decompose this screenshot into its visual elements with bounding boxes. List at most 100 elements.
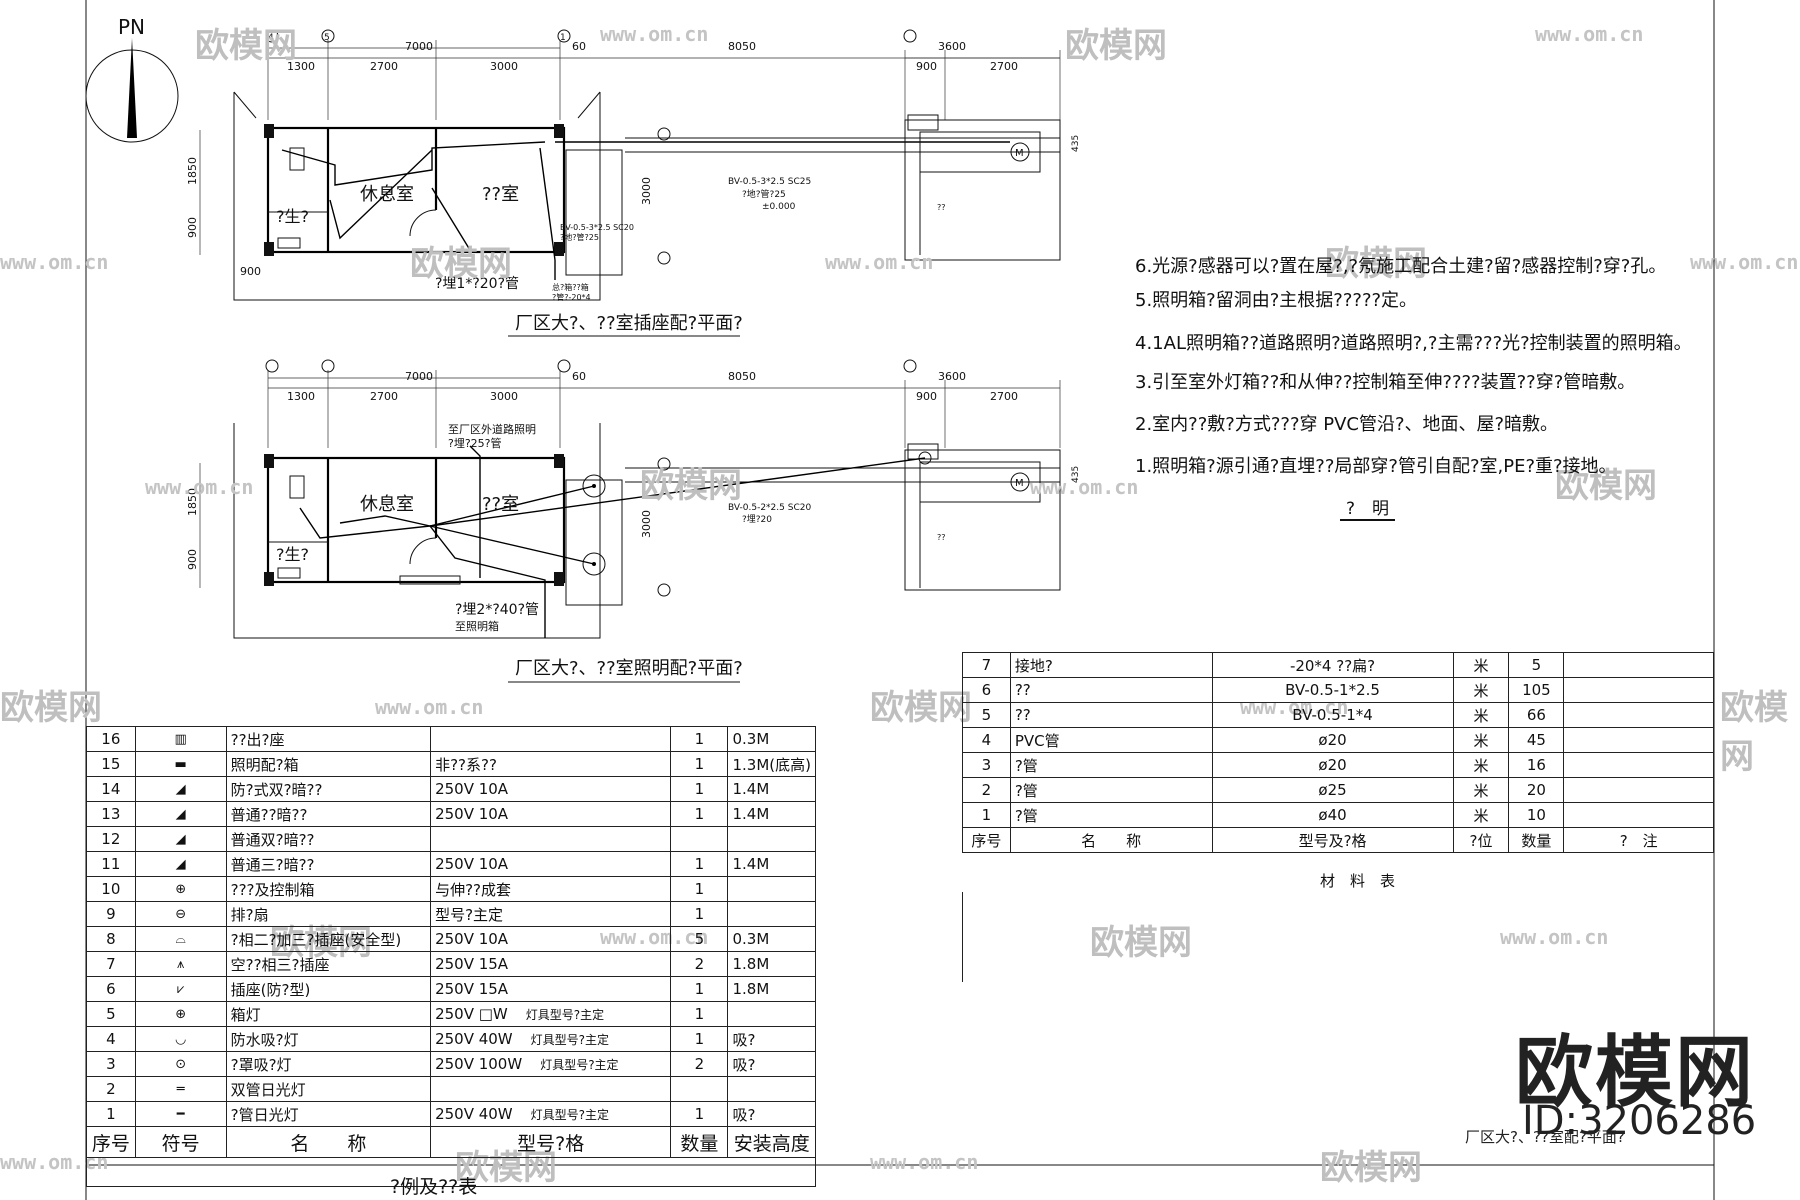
watermark-url: www.om.cn [600, 22, 709, 46]
legend-cell-qty [670, 1076, 729, 1102]
materials-cell-name: ?管 [1009, 752, 1213, 778]
materials-cell-qty: 16 [1508, 752, 1565, 778]
svg-text:900: 900 [186, 217, 199, 238]
legend-cell-name: 普通双?暗?? [225, 826, 432, 852]
materials-cell-spec: BV-0.5-1*2.5 [1211, 677, 1454, 703]
svg-text:?管?-20*4: ?管?-20*4 [552, 292, 591, 302]
watermark-brand: 欧模网 [0, 688, 102, 728]
legend-cell-height: 吸? [727, 1101, 816, 1127]
materials-cell-unit: 米 [1452, 652, 1510, 678]
materials-cell-note [1563, 802, 1714, 828]
legend-cell-height [727, 1001, 816, 1027]
notes-title: ? 明 [1340, 494, 1396, 521]
ceiling-lamp-icon: ⊙ [134, 1051, 227, 1077]
plan2-room-rest: 休息室 [360, 494, 414, 515]
watermark-url: www.om.cn [1500, 925, 1609, 949]
legend-header-cell: 数量 [670, 1126, 729, 1158]
materials-cell-note [1563, 652, 1714, 678]
svg-text:总?箱??箱: 总?箱??箱 [552, 282, 589, 292]
legend-row: 12◢普通双?暗?? [86, 826, 816, 852]
watermark-brand: 欧模网 [195, 26, 297, 66]
legend-cell-qty: 2 [670, 1051, 729, 1077]
note-item: 6.光源?感器可以?置在屋?,?氖施工配合土建?留?感器控制?穿?孔。 [1135, 256, 1667, 277]
svg-text:3600: 3600 [938, 40, 966, 53]
north-arrow-icon: PN [85, 15, 179, 143]
legend-cell-name: 箱灯 [225, 1001, 432, 1027]
watermark-url: www.om.cn [1690, 250, 1799, 274]
plan1-socket-layout: 1300 2700 3000 7000 60 8050 3600 900 270… [186, 29, 1081, 337]
legend-cell-name: 普通??暗?? [225, 801, 432, 827]
svg-text:8050: 8050 [728, 40, 756, 53]
legend-cell-no: 16 [86, 726, 136, 752]
socket-icon: ⩚ [134, 951, 227, 977]
svg-text:3000: 3000 [490, 390, 518, 403]
legend-cell-name: ?相二?加三?插座(安全型) [225, 926, 432, 952]
materials-header-cell: 序号 [962, 827, 1011, 853]
svg-text:BV-0.5-2*2.5 SC20: BV-0.5-2*2.5 SC20 [728, 503, 811, 513]
legend-cell-height: 1.8M [727, 976, 816, 1002]
legend-cell-no: 3 [86, 1051, 136, 1077]
legend-spec: 250V 40W [435, 1105, 513, 1123]
legend-cell-name: ?罩吸?灯 [225, 1051, 432, 1077]
svg-text:?埋1*?20?管: ?埋1*?20?管 [435, 276, 519, 292]
watermark-brand: 欧模网 [1555, 466, 1657, 506]
legend-spec: 非??系?? [435, 755, 497, 774]
svg-text:5: 5 [324, 33, 330, 43]
svg-text:?埋?25?管: ?埋?25?管 [448, 436, 502, 450]
legend-cell-height: 1.4M [727, 776, 816, 802]
legend-cell-height: 0.3M [727, 926, 816, 952]
legend-cell-spec: 250V 10A [430, 801, 672, 827]
legend-header-row: 序号符号名 称型号?格数量安装高度 [86, 1126, 816, 1158]
legend-spec: 250V □W [435, 1005, 508, 1023]
legend-cell-height: 0.3M [727, 726, 816, 752]
box-lamp-icon: ⊕ [134, 1001, 227, 1027]
plan1-room-rest: 休息室 [360, 184, 414, 205]
svg-text:?埋2*?40?管: ?埋2*?40?管 [455, 602, 539, 618]
legend-cell-name: ??出?座 [225, 726, 432, 752]
svg-text:M: M [1015, 148, 1024, 159]
materials-cell-no: 7 [962, 652, 1011, 678]
watermark-brand: 欧模网 [410, 244, 512, 284]
watermark-brand: 欧模网 [870, 688, 972, 728]
materials-cell-name: ?管 [1009, 802, 1213, 828]
legend-title: ?例及??表 [390, 1176, 478, 1198]
legend-cell-qty: 1 [670, 901, 729, 927]
materials-cell-unit: 米 [1452, 677, 1510, 703]
legend-cell-name: 双管日光灯 [225, 1076, 432, 1102]
materials-cell-note [1563, 702, 1714, 728]
svg-text:3000: 3000 [640, 177, 653, 205]
materials-cell-qty: 45 [1508, 727, 1565, 753]
legend-cell-name: 空??相三?插座 [225, 951, 432, 977]
watermark-url: www.om.cn [0, 250, 109, 274]
legend-cell-qty: 1 [670, 776, 729, 802]
materials-cell-no: 5 [962, 702, 1011, 728]
watermark-brand: 欧模网 [1720, 688, 1788, 777]
socket-icon: ⌓ [134, 926, 227, 952]
watermark-brand: 欧模网 [1065, 26, 1167, 66]
legend-cell-name: 防水吸?灯 [225, 1026, 432, 1052]
watermark-url: www.om.cn [1030, 475, 1139, 499]
distribution-box-icon: ▬ [134, 751, 227, 777]
materials-cell-spec: ø20 [1211, 752, 1454, 778]
plan2-room-duty: ??室 [482, 494, 519, 515]
materials-cell-unit: 米 [1452, 727, 1510, 753]
legend-cell-qty: 5 [670, 926, 729, 952]
legend-cell-name: 排?扇 [225, 901, 432, 927]
svg-text:1300: 1300 [287, 60, 315, 73]
svg-text:1850: 1850 [186, 157, 199, 185]
watermark-brand: 欧模网 [640, 466, 742, 506]
legend-cell-qty: 1 [670, 1101, 729, 1127]
legend-cell-qty: 2 [670, 951, 729, 977]
legend-cell-name: ?管日光灯 [225, 1101, 432, 1127]
materials-cell-spec: ø25 [1211, 777, 1454, 803]
materials-cell-spec: ø20 [1211, 727, 1454, 753]
